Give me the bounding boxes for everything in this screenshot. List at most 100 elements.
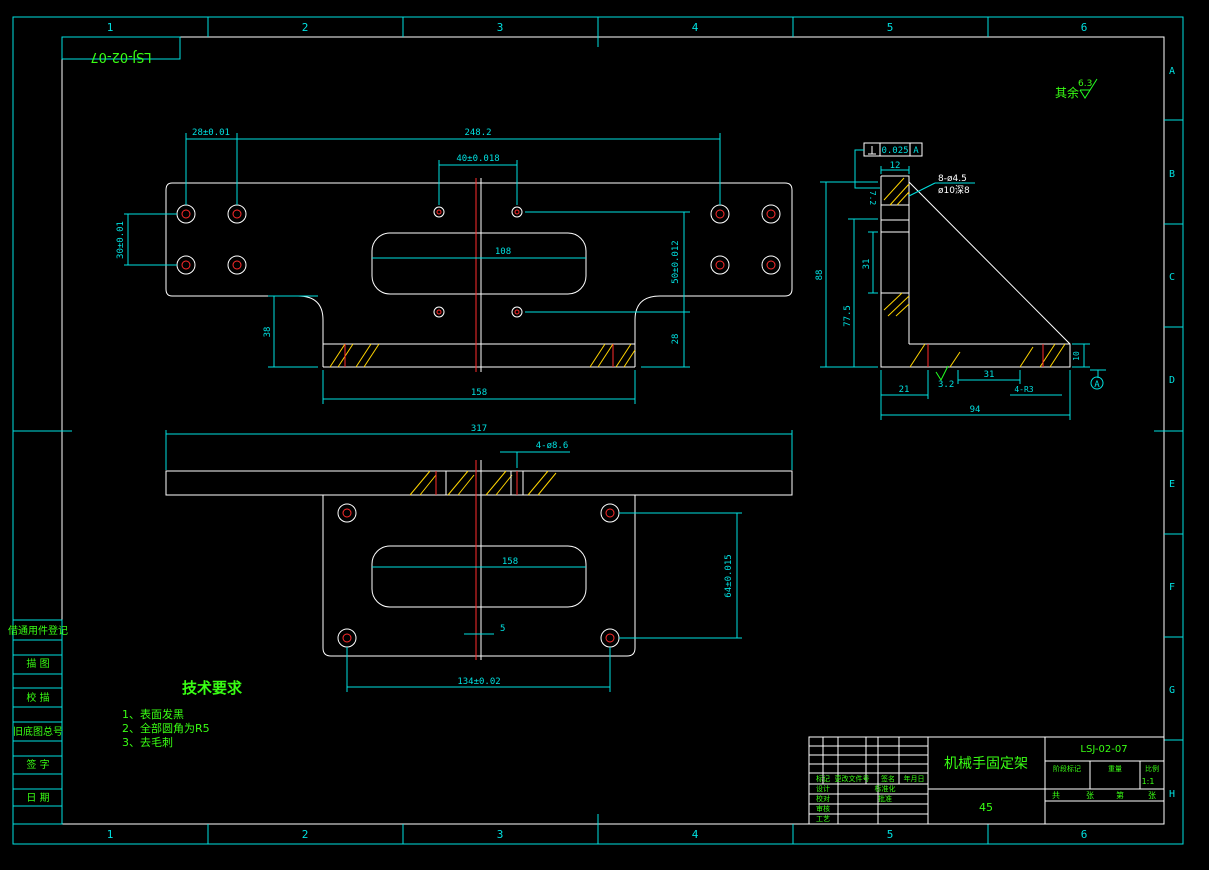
tb-stage: 阶段标记 (1053, 764, 1081, 773)
zone-row-f: F (1169, 582, 1175, 593)
zone-col-5-bottom: 5 (887, 828, 894, 841)
zone-col-2-bottom: 2 (302, 828, 309, 841)
dim-side-21: 21 (899, 385, 910, 395)
zone-col-4-bottom: 4 (692, 828, 699, 841)
tb-standard: 标准化 (875, 784, 896, 793)
side-label-date: 日 期 (26, 792, 49, 804)
front-view: 317 4-ø8.6 158 64±0.015 5 134±0.02 (165, 424, 793, 692)
dim-bottom-158: 158 (471, 388, 487, 398)
tb-material: 45 (979, 801, 993, 814)
zone-col-5: 5 (887, 21, 894, 34)
dim-height-28: 28 (671, 334, 681, 345)
front-view-hatching (409, 470, 557, 496)
dim-side-10: 10 (1072, 351, 1081, 361)
tb-checker: 校对 (816, 794, 830, 803)
tb-sheet: 张 (1148, 791, 1156, 800)
dim-front-134: 134±0.02 (457, 677, 500, 687)
zone-row-d: D (1169, 375, 1175, 386)
zone-col-3-bottom: 3 (497, 828, 504, 841)
title-block: 标记 更改文件号 签名 年月日 设计 校对 审核 工艺 标准化 批准 机械手固定… (808, 736, 1165, 825)
side-label-signature: 签 字 (26, 758, 49, 771)
side-label-check: 校 描 (26, 691, 49, 704)
tb-label-sign: 签名 (881, 774, 895, 783)
zone-col-6-bottom: 6 (1081, 828, 1088, 841)
tb-ratio: 比例 (1145, 764, 1159, 773)
side-label-column: 借通用件登记 描 图 校 描 旧底图总号 签 字 日 期 (8, 619, 68, 825)
dim-side-94: 94 (970, 405, 981, 415)
zone-col-6: 6 (1081, 21, 1088, 34)
reference-number-box: LSJ-02-07 (61, 36, 181, 64)
side-view-hatching (883, 177, 1066, 368)
front-view-holes (337, 503, 620, 648)
tb-reviewer: 审核 (816, 804, 830, 813)
dim-hole-spacing: 28±0.01 (192, 128, 230, 138)
tech-item-3: 3、去毛刺 (122, 736, 173, 749)
reference-number: LSJ-02-07 (90, 49, 151, 64)
surface-value: 6.3 (1078, 79, 1092, 89)
tech-item-2: 2、全部圆角为R5 (122, 721, 210, 735)
zone-row-g: G (1169, 685, 1175, 696)
side-label-registry: 借通用件登记 (8, 624, 68, 637)
zone-col-2: 2 (302, 21, 309, 34)
zone-col-1: 1 (107, 21, 114, 34)
tb-sheets: 张 (1086, 791, 1094, 800)
tb-approve: 批准 (878, 794, 892, 803)
dim-side-72: 7.2 (868, 191, 877, 206)
zone-col-3: 3 (497, 21, 504, 34)
zone-row-c: C (1169, 272, 1175, 283)
zone-labels: 1 2 3 4 5 6 1 2 3 4 5 6 A B C D E F G H (107, 21, 1175, 841)
surface-note: 其余 (1055, 85, 1079, 100)
zone-row-e: E (1169, 479, 1175, 490)
technical-requirements: 技术要求 1、表面发黑 2、全部圆角为R5 3、去毛刺 (122, 679, 243, 749)
tb-scale: 1:1 (1142, 777, 1155, 786)
dim-4r3: 4-R3 (1014, 385, 1033, 394)
dim-vertical-30: 30±0.01 (116, 221, 126, 259)
side-view: 0.025 A 12 (815, 142, 1106, 420)
dim-inner-40: 40±0.018 (456, 154, 499, 164)
dim-side-775: 77.5 (843, 305, 853, 327)
dim-height-38: 38 (263, 327, 273, 338)
dim-front-317: 317 (471, 424, 487, 434)
zone-row-a: A (1169, 66, 1175, 77)
tb-label-mark: 标记 (816, 774, 830, 783)
dim-slot-108: 108 (495, 247, 511, 257)
tb-code: LSJ-02-07 (1080, 744, 1127, 755)
holes-note-2: ø10深8 (938, 185, 970, 196)
dim-front-5: 5 (500, 624, 505, 634)
tech-item-1: 1、表面发黑 (122, 707, 184, 721)
surface-roughness-note: 其余 6.3 (1055, 78, 1098, 100)
zone-row-b: B (1169, 169, 1175, 180)
tb-weight: 重量 (1108, 765, 1122, 773)
drawing-frame (12, 16, 1184, 845)
tb-total: 共 (1052, 791, 1060, 800)
dim-overall-248: 248.2 (464, 128, 491, 138)
dim-vertical-50: 50±0.012 (671, 240, 681, 283)
side-label-old-number: 旧底图总号 (13, 725, 63, 738)
tb-sheet-no: 第 (1116, 790, 1124, 800)
tb-process: 工艺 (816, 815, 830, 823)
dim-side-31: 31 (862, 259, 872, 270)
top-view-holes (176, 204, 781, 318)
tech-title: 技术要求 (182, 679, 243, 697)
dim-front-vertical: 64±0.015 (724, 554, 734, 597)
dim-side-31b: 31 (984, 370, 995, 380)
tb-label-date: 年月日 (904, 774, 925, 783)
holes-note-1: 8-ø4.5 (938, 174, 967, 184)
dim-side-88: 88 (815, 270, 825, 281)
zone-row-h: H (1169, 789, 1175, 800)
top-view-hatching (329, 343, 636, 368)
top-view-dimensions (124, 133, 721, 404)
dim-side-12: 12 (890, 161, 901, 171)
dim-front-slot: 158 (502, 557, 518, 567)
top-view: 28±0.01 248.2 40±0.018 30±0.01 108 50±0.… (116, 128, 793, 404)
side-label-trace: 描 图 (26, 657, 49, 670)
datum-a: A (1094, 380, 1100, 390)
tb-designer: 设计 (816, 784, 830, 793)
tb-part-name: 机械手固定架 (944, 756, 1028, 772)
roughness-32: 3.2 (938, 380, 954, 390)
dim-front-holes: 4-ø8.6 (536, 441, 569, 451)
tb-label-change: 更改文件号 (835, 774, 870, 783)
gdt-value: 0.025 (881, 146, 908, 156)
zone-col-1-bottom: 1 (107, 828, 114, 841)
